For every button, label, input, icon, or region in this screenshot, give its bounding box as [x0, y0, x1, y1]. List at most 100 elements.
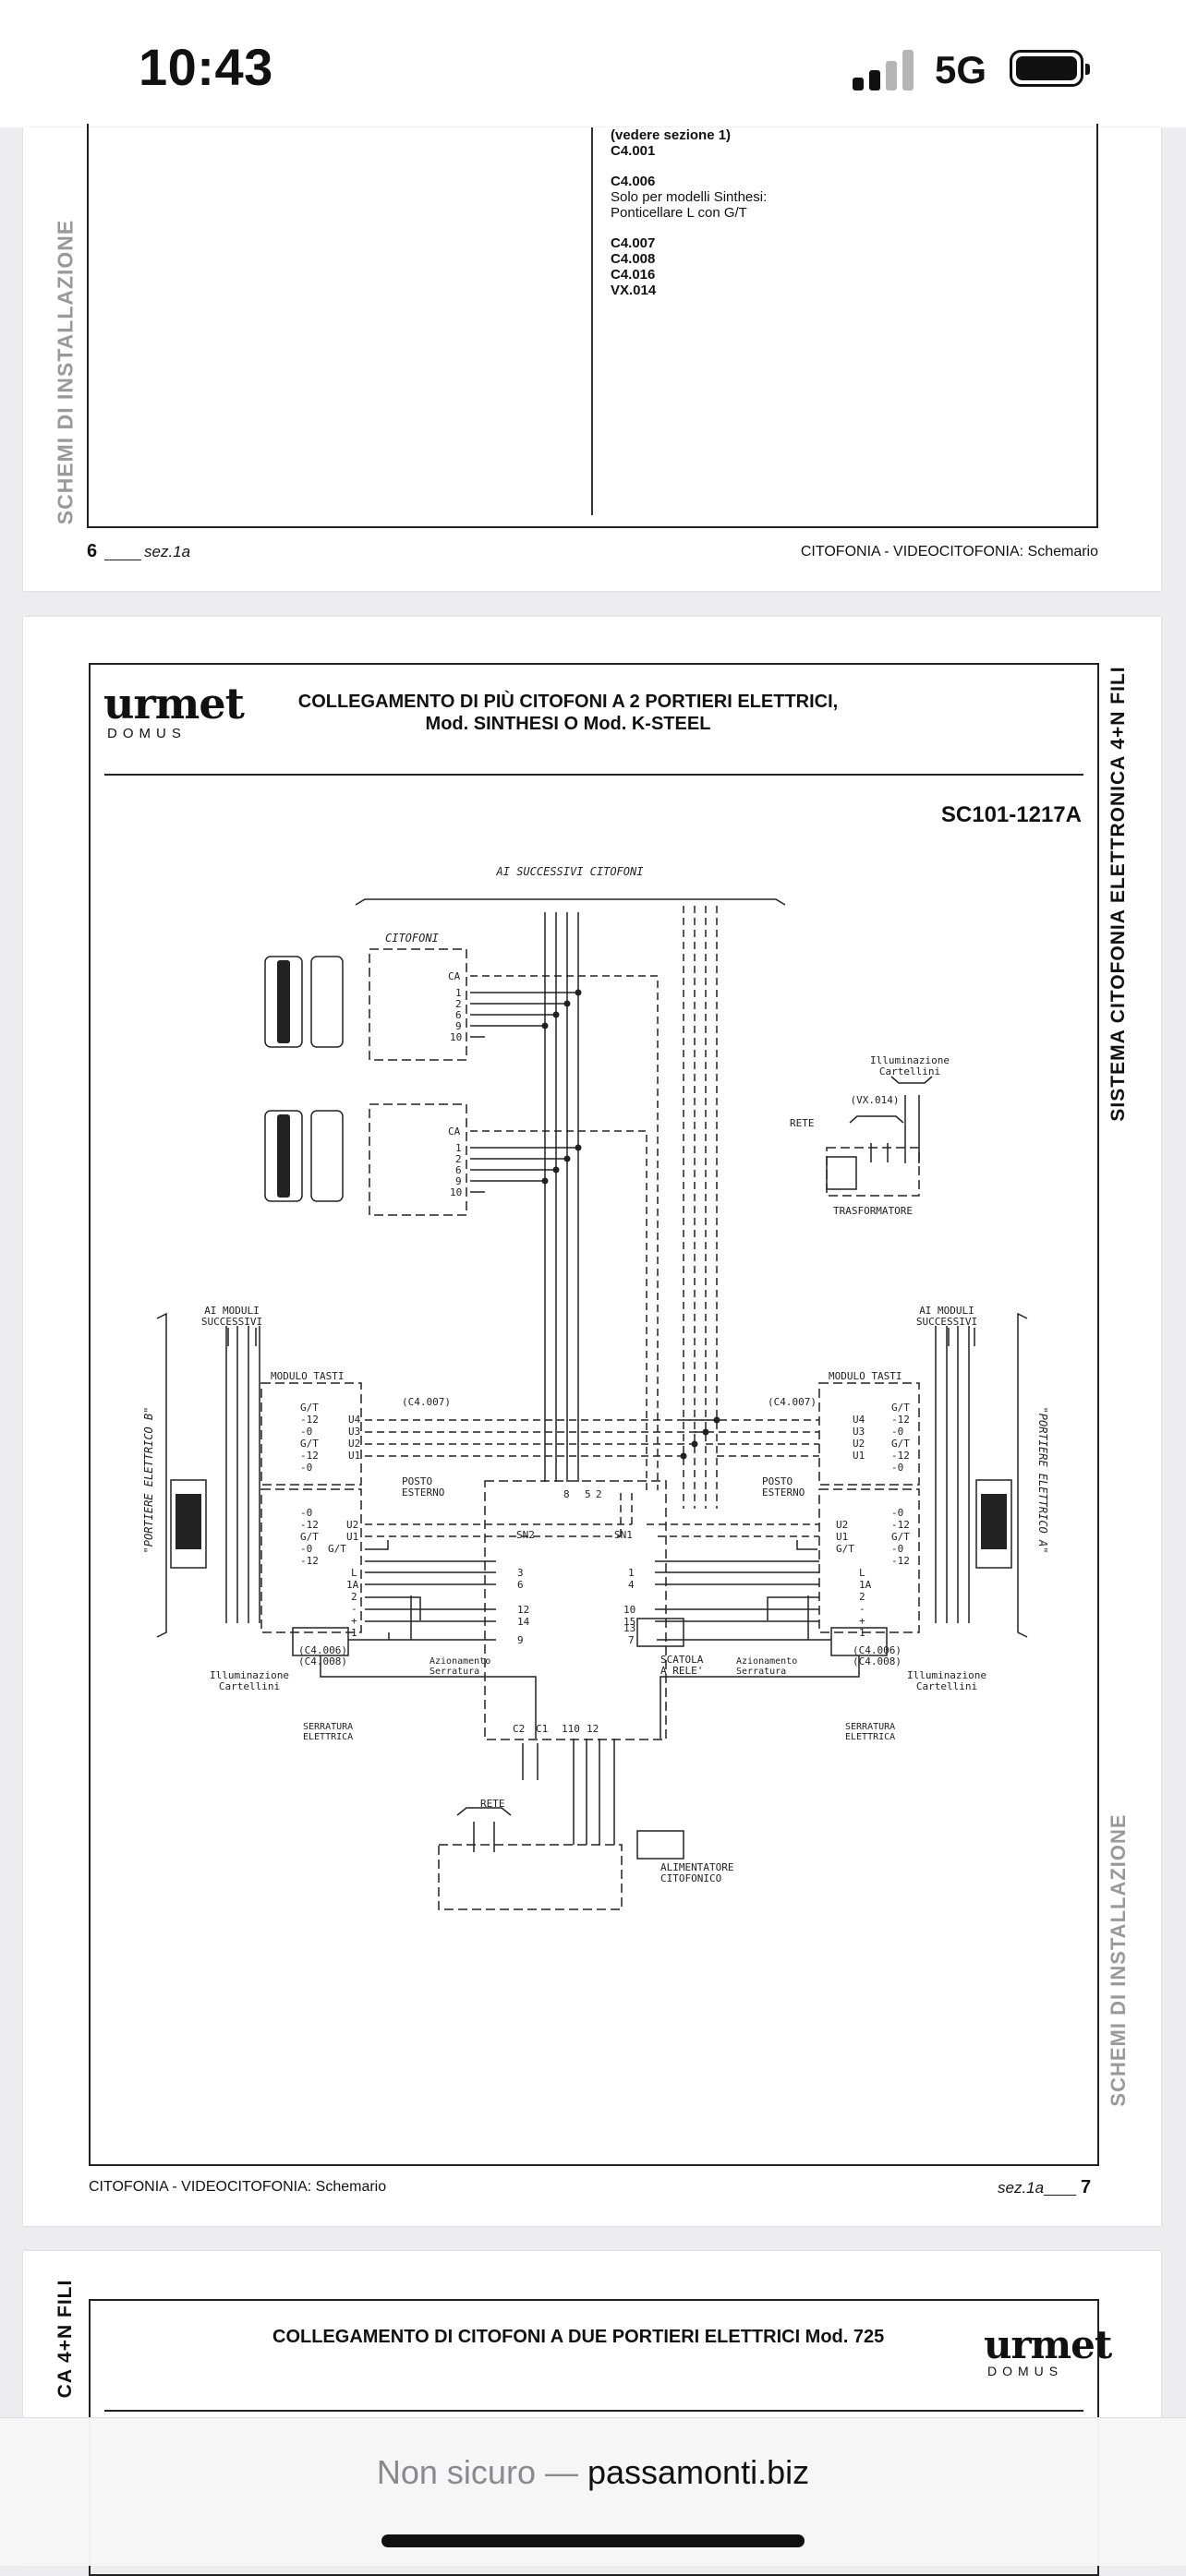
diagram-label: 1A: [346, 1579, 359, 1591]
diagram-label: 1A: [859, 1579, 872, 1591]
diagram-label: POSTO: [402, 1475, 432, 1487]
diagram-label: SN2: [516, 1529, 535, 1541]
diagram-label: MODULO TASTI: [829, 1370, 902, 1382]
diagram-label: SERRATURA: [303, 1722, 353, 1732]
diagram-label: -0: [300, 1462, 312, 1474]
diagram-label: U2: [836, 1519, 848, 1531]
diagram-label: CITOFONI: [385, 932, 439, 945]
diagram-label: ESTERNO: [402, 1487, 444, 1499]
diagram-label: +: [351, 1615, 357, 1627]
diagram-label: AI SUCCESSIVI CITOFONI: [496, 865, 644, 878]
diagram-label: U2: [348, 1438, 360, 1450]
url-display[interactable]: Non sicuro — passamonti.biz: [0, 2453, 1186, 2492]
diagram-label: L: [859, 1567, 865, 1579]
diagram-label: 9: [517, 1634, 524, 1646]
diagram-label: -12: [891, 1450, 910, 1462]
diagram-label: G/T: [300, 1531, 319, 1543]
diagram-code: SC101-1217A: [940, 802, 1082, 827]
diagram-label: MODULO TASTI: [271, 1370, 344, 1382]
diagram-label: -12: [300, 1555, 319, 1567]
diagram-label: (C4.007): [402, 1396, 451, 1408]
diagram-label: -0: [300, 1507, 312, 1519]
page-frame: [89, 663, 1099, 2166]
diagram-label: Cartellini: [219, 1680, 280, 1692]
note-line: Solo per modelli Sinthesi:: [611, 189, 768, 205]
diagram-label: 2: [596, 1488, 602, 1500]
diagram-label: U1: [348, 1450, 360, 1462]
footer-title: CITOFONIA - VIDEOCITOFONIA: Schemario: [89, 2179, 387, 2195]
diagram-label: -12: [891, 1414, 910, 1426]
diagram-label: -12: [891, 1555, 910, 1567]
diagram-label: U2: [346, 1519, 358, 1531]
diagram-label: CA: [448, 970, 461, 982]
diagram-label: G/T: [300, 1402, 319, 1414]
diagram-label: RETE: [790, 1117, 815, 1129]
not-secure-label: Non sicuro —: [376, 2453, 578, 2491]
signal-bars-icon: [853, 50, 915, 90]
diagram-label: (C4.007): [768, 1396, 817, 1408]
diagram-label: -0: [300, 1426, 312, 1438]
diagram-label: 4: [628, 1579, 635, 1591]
diagram-label: U2: [853, 1438, 865, 1450]
urmet-logo: urmet DOMUS: [984, 2322, 1112, 2379]
diagram-label: POSTO: [762, 1475, 793, 1487]
footer-title: CITOFONIA - VIDEOCITOFONIA: Schemario: [800, 544, 1098, 560]
diagram-label: SERRATURA: [845, 1722, 895, 1732]
note-line: (vedere sezione 1): [611, 127, 732, 143]
diagram-label: ESTERNO: [762, 1487, 805, 1499]
note-line: VX.014: [611, 283, 657, 298]
diagram-label: Illuminazione: [210, 1669, 289, 1681]
domain-label: passamonti.biz: [587, 2453, 810, 2491]
diagram-label: 6: [455, 1009, 462, 1021]
diagram-label: ALIMENTATORE: [660, 1861, 733, 1873]
diagram-label: Serratura: [430, 1667, 479, 1677]
diagram-label: 1: [628, 1567, 635, 1579]
footer-page-number: 7: [1081, 2177, 1092, 2197]
diagram-label: 12: [587, 1723, 599, 1735]
diagram-label: Cartellini: [916, 1680, 977, 1692]
diagram-label: 8: [563, 1488, 570, 1500]
diagram-label: ELETTRICA: [845, 1732, 895, 1742]
diagram-label: Cartellini: [879, 1065, 940, 1077]
browser-address-bar[interactable]: Non sicuro — passamonti.biz: [0, 2417, 1186, 2566]
title-line: COLLEGAMENTO DI PIÙ CITOFONI A 2 PORTIER…: [297, 692, 839, 712]
footer-section: sez.1a: [144, 543, 191, 560]
diagram-label: Illuminazione: [870, 1054, 950, 1066]
side-label: CA 4+N FILI: [54, 2279, 76, 2399]
home-indicator[interactable]: [381, 2534, 805, 2547]
diagram-label: 10: [623, 1604, 635, 1616]
diagram-label: U4: [853, 1414, 865, 1426]
diagram-label: "PORTIERE ELETTRICO A": [1036, 1407, 1049, 1554]
diagram-label: -12: [300, 1450, 319, 1462]
clock: 10:43: [139, 38, 273, 96]
diagram-label: -0: [891, 1462, 903, 1474]
urmet-logo: urmet DOMUS: [103, 682, 245, 741]
diagram-label: U3: [853, 1426, 865, 1438]
pdf-page-6: SCHEMI DI INSTALLAZIONE (vedere sezione …: [23, 124, 1161, 591]
diagram-label: A RELE': [660, 1665, 703, 1677]
diagram-label: -: [351, 1603, 357, 1615]
diagram-label: G/T: [891, 1438, 910, 1450]
pdf-page-7: urmet DOMUS COLLEGAMENTO DI PIÙ CITOFONI…: [23, 617, 1161, 2226]
diagram-label: 1: [859, 1627, 865, 1639]
diagram-label: G/T: [300, 1438, 319, 1450]
diagram-label: U3: [348, 1426, 360, 1438]
footer-rule: [1044, 2195, 1076, 2196]
diagram-label: 6: [455, 1164, 462, 1176]
battery-icon: [1010, 50, 1090, 87]
title-rule: [104, 2410, 1083, 2412]
diagram-label: SCATOLA: [660, 1654, 704, 1666]
wiring-diagram: AI SUCCESSIVI CITOFONI CITOFONI "PORTIER…: [142, 865, 1049, 1910]
logo-subtext: DOMUS: [987, 2364, 1064, 2378]
diagram-label: U1: [836, 1531, 848, 1543]
diagram-label: -0: [300, 1543, 312, 1555]
diagram-label: G/T: [328, 1543, 346, 1555]
note-line: Ponticellare L con G/T: [611, 205, 747, 221]
diagram-label: SUCCESSIVI: [201, 1316, 262, 1328]
logo-text: urmet: [984, 2322, 1112, 2367]
diagram-label: 3: [517, 1567, 524, 1579]
diagram-label: 9: [455, 1020, 462, 1032]
diagram-label: -0: [891, 1426, 903, 1438]
diagram-label: -12: [300, 1414, 319, 1426]
diagram-label: -12: [300, 1519, 319, 1531]
